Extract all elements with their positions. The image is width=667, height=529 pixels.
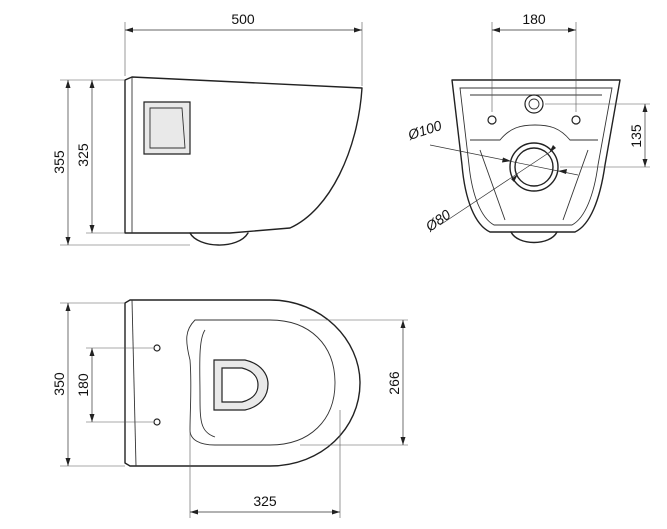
top-view-hole-spacing-label: 180 <box>75 373 91 397</box>
side-view-body-height-label: 325 <box>75 143 91 167</box>
side-view: 500 355 325 <box>51 11 363 246</box>
back-view: 180 135 Ø100 Ø80 <box>405 11 650 244</box>
top-view-bowl-width-label: 266 <box>386 371 402 395</box>
side-view-flush-opening <box>143 101 191 155</box>
back-view-saddle <box>470 124 598 141</box>
back-view-outlet-outer <box>509 142 559 192</box>
top-view-fixing-hole-top <box>153 344 161 352</box>
side-view-body <box>124 76 363 234</box>
back-view-inner-diameter-label: Ø80 <box>422 206 454 235</box>
top-view-length-label: 325 <box>253 493 277 509</box>
back-view-fixing-hole-left <box>487 115 497 125</box>
side-view-width-label: 500 <box>231 11 255 27</box>
top-view-bowl-rim <box>186 319 336 446</box>
back-view-inner-outline <box>459 87 613 226</box>
side-view-flush-inner <box>149 107 186 149</box>
back-view-outer-diameter-label: Ø100 <box>405 117 444 143</box>
back-view-fixing-hole-right <box>571 115 581 125</box>
back-view-height-label: 135 <box>628 124 644 148</box>
back-view-outline <box>451 79 621 233</box>
back-view-width-label: 180 <box>522 11 546 27</box>
side-view-outlet <box>189 232 249 246</box>
top-view: 350 180 266 325 <box>51 299 408 518</box>
back-view-outlet-inner <box>514 147 554 187</box>
back-view-water-inlet <box>524 94 544 114</box>
top-view-fixing-hole-bottom <box>153 418 161 426</box>
top-view-width-label: 350 <box>51 372 67 396</box>
top-view-outline <box>124 299 361 467</box>
side-view-total-height-label: 355 <box>51 150 67 174</box>
